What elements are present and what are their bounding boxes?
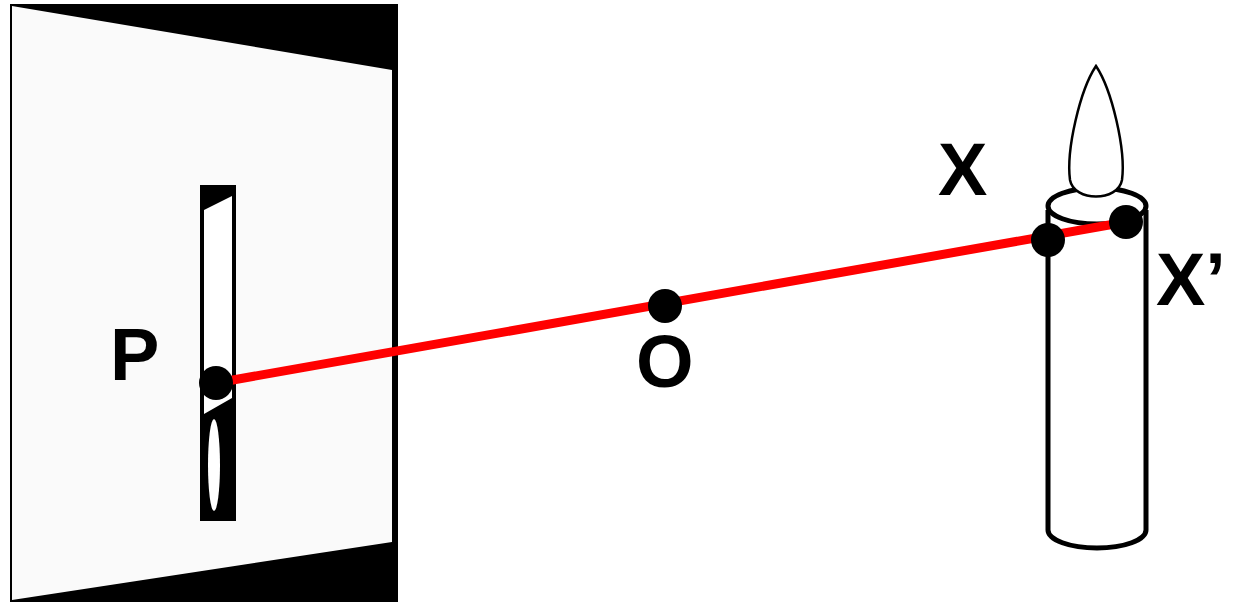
point-label: X’ (1156, 243, 1226, 317)
image-plane (12, 6, 392, 600)
inverted-image (200, 185, 236, 521)
point-label: P (110, 318, 159, 392)
point-label: X (938, 133, 987, 207)
pinhole-o (648, 289, 682, 323)
point-label: O (636, 325, 694, 399)
plane-frame (10, 4, 398, 602)
inverted-flame (208, 419, 220, 511)
point-x-prime (1109, 205, 1143, 239)
point-x (1031, 223, 1065, 257)
candle-body (1048, 210, 1146, 548)
flame (1069, 66, 1122, 197)
point-p (199, 366, 233, 400)
